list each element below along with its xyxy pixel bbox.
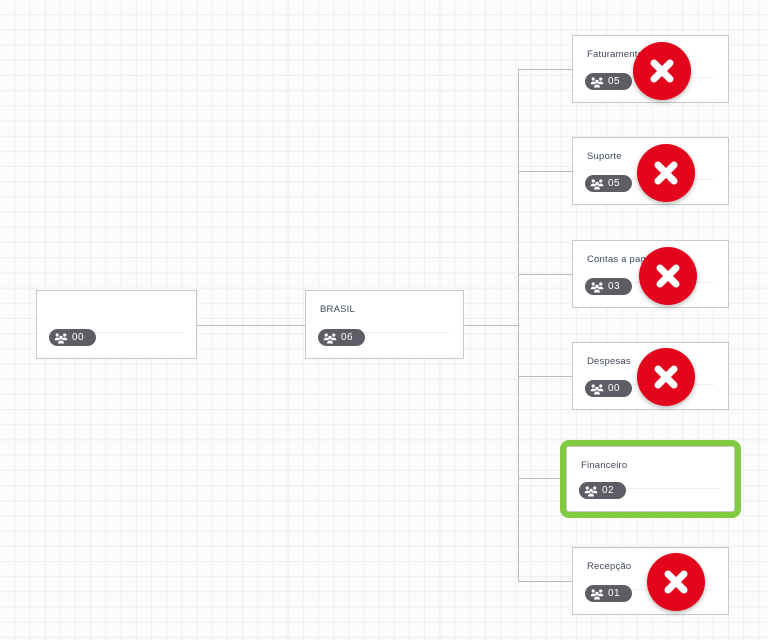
org-node-faturamento-disabled-marker[interactable] [633, 42, 691, 100]
org-node-brasil[interactable]: BRASIL 06 [305, 290, 464, 359]
org-node-despesas[interactable]: Despesas 00 [572, 342, 729, 410]
org-node-financeiro-people-count: 02 [602, 484, 614, 496]
org-node-suporte-body: Suporte 05 [573, 138, 728, 204]
org-node-root-separator [51, 332, 182, 333]
org-node-faturamento-body: Faturamento 05 [573, 36, 728, 102]
connector-trunk-to-contas-a-pagar [518, 274, 572, 275]
org-node-brasil-title: BRASIL [320, 304, 355, 315]
org-node-suporte-people-badge[interactable]: 05 [585, 175, 632, 192]
org-node-suporte-disabled-marker[interactable] [637, 144, 695, 202]
people-group-icon [590, 588, 604, 599]
org-node-contas-a-pagar-title: Contas a pagar [587, 254, 655, 265]
org-node-recepcao-disabled-marker[interactable] [647, 553, 705, 611]
people-group-icon [54, 332, 68, 343]
close-x-icon [654, 161, 678, 185]
connector-trunk-to-recepcao [518, 581, 572, 582]
org-node-faturamento-people-badge[interactable]: 05 [585, 73, 632, 90]
org-node-despesas-body: Despesas 00 [573, 343, 728, 409]
org-node-despesas-people-count: 00 [608, 382, 620, 394]
org-node-root[interactable]: 00 [36, 290, 197, 359]
connector-trunk-to-financeiro [518, 478, 560, 479]
org-node-faturamento[interactable]: Faturamento 05 [572, 35, 729, 103]
org-node-despesas-title: Despesas [587, 356, 631, 367]
org-node-financeiro-body: Financeiro 02 [567, 447, 734, 511]
org-node-despesas-people-badge[interactable]: 00 [585, 380, 632, 397]
org-node-suporte[interactable]: Suporte 05 [572, 137, 729, 205]
org-node-brasil-separator [320, 332, 449, 333]
close-x-icon [656, 264, 680, 288]
close-x-icon [650, 59, 674, 83]
org-node-root-body: 00 [37, 291, 196, 358]
org-node-faturamento-title: Faturamento [587, 49, 644, 60]
org-node-despesas-disabled-marker[interactable] [637, 348, 695, 406]
org-node-recepcao-title: Recepção [587, 561, 632, 572]
org-node-recepcao-people-count: 01 [608, 587, 620, 599]
org-node-contas-a-pagar-people-badge[interactable]: 03 [585, 278, 632, 295]
close-x-icon [664, 570, 688, 594]
connector-trunk-vertical [518, 69, 519, 581]
org-node-brasil-people-badge[interactable]: 06 [318, 329, 365, 346]
org-node-financeiro[interactable]: Financeiro 02 [566, 446, 735, 512]
org-node-faturamento-people-count: 05 [608, 75, 620, 87]
org-node-brasil-people-count: 06 [341, 331, 353, 343]
connector-trunk-to-faturamento [518, 69, 572, 70]
people-group-icon [323, 332, 337, 343]
org-node-contas-a-pagar-body: Contas a pagar 03 [573, 241, 728, 307]
people-group-icon [590, 281, 604, 292]
close-x-icon [654, 365, 678, 389]
org-node-contas-a-pagar-disabled-marker[interactable] [639, 247, 697, 305]
org-node-root-people-badge[interactable]: 00 [49, 329, 96, 346]
org-node-suporte-people-count: 05 [608, 177, 620, 189]
people-group-icon [584, 485, 598, 496]
connector-brasil-to-trunk [463, 325, 518, 326]
org-node-suporte-title: Suporte [587, 151, 622, 162]
org-node-contas-a-pagar[interactable]: Contas a pagar 03 [572, 240, 729, 308]
org-node-financeiro-title: Financeiro [581, 460, 628, 471]
org-node-recepcao[interactable]: Recepção 01 [572, 547, 729, 615]
people-group-icon [590, 76, 604, 87]
org-node-root-people-count: 00 [72, 331, 84, 343]
connector-root-to-brasil [197, 325, 305, 326]
people-group-icon [590, 383, 604, 394]
people-group-icon [590, 178, 604, 189]
org-node-contas-a-pagar-people-count: 03 [608, 280, 620, 292]
connector-trunk-to-despesas [518, 376, 572, 377]
connector-trunk-to-suporte [518, 171, 572, 172]
org-node-brasil-body: BRASIL 06 [306, 291, 463, 358]
org-node-financeiro-separator [581, 488, 720, 489]
org-node-financeiro-selection-outline[interactable]: Financeiro 02 [560, 440, 741, 518]
org-node-recepcao-body: Recepção 01 [573, 548, 728, 614]
org-node-financeiro-people-badge[interactable]: 02 [579, 482, 626, 499]
org-node-recepcao-people-badge[interactable]: 01 [585, 585, 632, 602]
